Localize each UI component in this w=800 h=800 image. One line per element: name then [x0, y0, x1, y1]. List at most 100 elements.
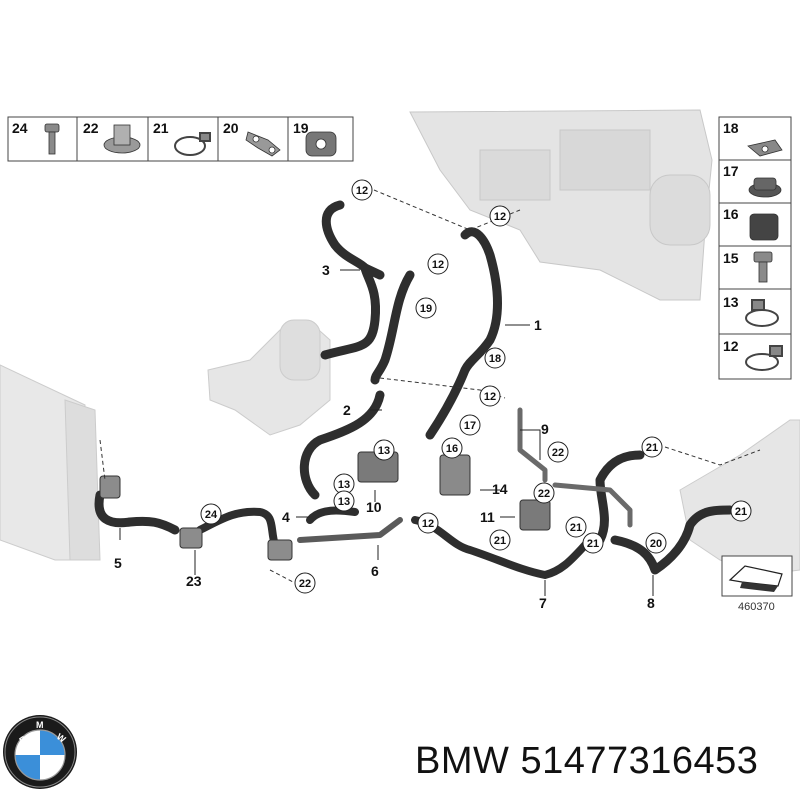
svg-text:M: M	[36, 720, 44, 730]
callout-13-b: 13	[333, 473, 355, 495]
screw-icon	[44, 123, 60, 155]
callout-21-d: 21	[489, 529, 511, 551]
svg-text:13: 13	[338, 479, 350, 491]
label-7: 7	[539, 595, 547, 611]
label-23: 23	[186, 573, 202, 589]
callout-12-a: 12	[351, 179, 373, 201]
svg-text:17: 17	[464, 420, 476, 432]
label-8: 8	[647, 595, 655, 611]
leader-lines	[99, 189, 761, 584]
callout-16: 16	[441, 437, 463, 459]
svg-text:13: 13	[338, 496, 350, 508]
callout-18: 18	[484, 347, 506, 369]
callout-22-b: 22	[533, 482, 555, 504]
diagram-ref-number: 460370	[738, 601, 775, 613]
rubber-mount-icon	[749, 213, 779, 241]
oil-filter-housing	[207, 319, 331, 436]
callout-12-b: 12	[489, 205, 511, 227]
valve-components	[99, 451, 551, 561]
column-label-12: 12	[723, 338, 739, 354]
bolt-icon	[753, 251, 773, 283]
plug-icon	[748, 177, 782, 198]
svg-text:22: 22	[538, 488, 550, 500]
part-number: 51477316453	[520, 740, 759, 782]
label-14: 14	[492, 481, 508, 497]
svg-text:12: 12	[356, 185, 368, 197]
orientation-box	[721, 555, 793, 597]
svg-text:12: 12	[422, 518, 434, 530]
column-label-13: 13	[723, 294, 739, 310]
parts-strip: 24 22 21 20 19	[7, 116, 354, 162]
callout-13-c: 13	[333, 490, 355, 512]
label-11: 11	[480, 509, 495, 525]
callout-21-e: 21	[582, 532, 604, 554]
hoses	[94, 200, 735, 579]
grommet-icon	[305, 131, 337, 157]
callout-22-a: 22	[547, 441, 569, 463]
callouts: 12 12 12 12 12 13 13 13 16 17 18 19 20 2…	[200, 179, 752, 594]
strip-label-19: 19	[293, 120, 309, 136]
callout-17: 17	[459, 414, 481, 436]
svg-text:22: 22	[299, 578, 311, 590]
svg-text:19: 19	[420, 303, 432, 315]
strip-label-22: 22	[83, 120, 99, 136]
callout-22-c: 22	[294, 572, 316, 594]
svg-text:12: 12	[484, 391, 496, 403]
svg-text:21: 21	[646, 442, 658, 454]
svg-text:12: 12	[494, 211, 506, 223]
svg-text:21: 21	[587, 538, 599, 550]
strip-label-21: 21	[153, 120, 169, 136]
label-6: 6	[371, 563, 379, 579]
radiator	[0, 364, 101, 561]
svg-text:21: 21	[735, 506, 747, 518]
svg-text:B: B	[17, 733, 28, 745]
column-label-16: 16	[723, 206, 739, 222]
brand-name: BMW	[415, 740, 510, 782]
svg-text:24: 24	[205, 509, 218, 521]
svg-text:18: 18	[489, 353, 501, 365]
plain-labels: 1 2 3 4 5 6 7 8 9 10 11 14 23	[114, 262, 655, 611]
callout-12-c: 12	[427, 253, 449, 275]
svg-text:21: 21	[494, 535, 506, 547]
label-10: 10	[366, 499, 382, 515]
callout-13-a: 13	[373, 439, 395, 461]
strip-label-20: 20	[223, 120, 239, 136]
callout-20: 20	[645, 532, 667, 554]
parts-column: 18 17 16 15 13 12	[718, 116, 792, 380]
callout-21-b: 21	[730, 500, 752, 522]
label-5: 5	[114, 555, 122, 571]
label-9: 9	[541, 421, 549, 437]
svg-text:16: 16	[446, 443, 458, 455]
callout-21-a: 21	[641, 436, 663, 458]
hvac-housing	[409, 109, 713, 301]
nut-icon	[103, 124, 141, 154]
callout-19: 19	[415, 297, 437, 319]
column-label-17: 17	[723, 163, 739, 179]
brand-part-number: BMW 51477316453	[415, 740, 758, 783]
callout-21-c: 21	[565, 516, 587, 538]
label-2: 2	[343, 402, 351, 418]
bmw-logo: B M W	[3, 715, 77, 789]
column-label-18: 18	[723, 120, 739, 136]
svg-text:20: 20	[650, 538, 662, 550]
callout-12-d: 12	[479, 385, 501, 407]
svg-text:22: 22	[552, 447, 564, 459]
label-1: 1	[534, 317, 542, 333]
svg-text:12: 12	[432, 259, 444, 271]
label-3: 3	[322, 262, 330, 278]
hose-clamp-icon-12	[745, 345, 783, 371]
column-label-15: 15	[723, 250, 739, 266]
hose-clamp-icon-13	[745, 299, 779, 327]
strip-label-24: 24	[12, 120, 28, 136]
callout-24: 24	[200, 503, 222, 525]
svg-text:13: 13	[378, 445, 390, 457]
engine-bracket	[679, 419, 800, 576]
bracket-icon	[245, 131, 281, 157]
hose-clamp-icon	[174, 132, 211, 156]
label-4: 4	[282, 509, 290, 525]
leader-lines-solid	[119, 269, 654, 596]
callout-12-e: 12	[417, 512, 439, 534]
svg-text:21: 21	[570, 522, 582, 534]
clip-icon	[747, 139, 783, 157]
